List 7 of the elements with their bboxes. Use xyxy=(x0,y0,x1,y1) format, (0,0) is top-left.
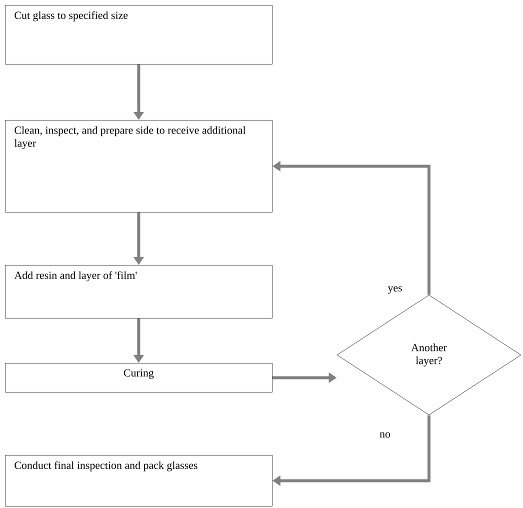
edge-label: yes xyxy=(386,285,404,295)
process-box: Add resin and layer of 'film' xyxy=(5,265,272,318)
process-box: Clean, inspect, and prepare side to receive additional layer xyxy=(5,120,272,212)
process-box: Cut glass to specified size xyxy=(5,5,272,64)
edge-label: no xyxy=(378,431,392,439)
process-box: Curing xyxy=(5,363,272,392)
process-box: Conduct final inspection and pack glasses xyxy=(5,455,272,506)
